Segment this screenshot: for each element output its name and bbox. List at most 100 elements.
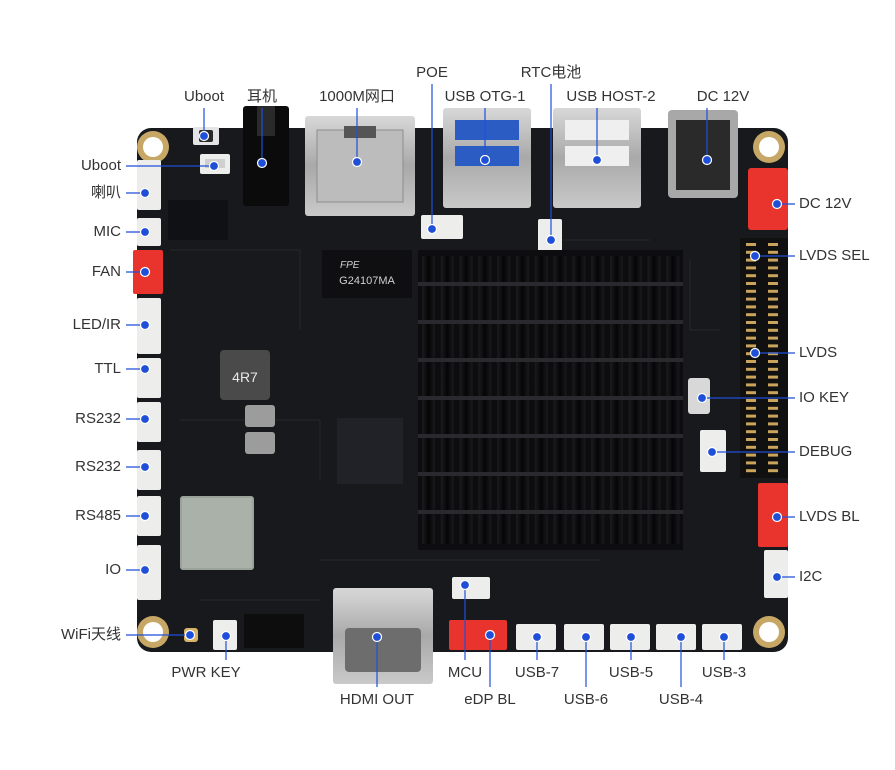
label-debug: DEBUG (799, 443, 853, 460)
header-pin (746, 250, 756, 254)
label-lvds-bl: LVDS BL (799, 508, 860, 525)
callout-dot (675, 631, 687, 643)
heatsink-groove (418, 282, 683, 286)
lvds-pins (746, 243, 778, 473)
header-pin (746, 243, 756, 246)
label-speaker: 喇叭 (90, 184, 121, 201)
label-rs232-b: RS232 (75, 458, 121, 475)
label-io: IO (105, 561, 121, 578)
black-pads (244, 614, 304, 648)
header-pin (746, 375, 756, 379)
callout-dot (139, 266, 151, 278)
pcb-traces (170, 239, 720, 601)
header-pin (746, 430, 756, 434)
mcu-connector (452, 577, 490, 599)
header-pin (746, 422, 756, 426)
callout-dot (479, 154, 491, 166)
components (168, 200, 412, 570)
header-pin (768, 243, 778, 246)
header-pin (768, 321, 778, 324)
label-usb6: USB-6 (563, 691, 609, 708)
callout-dot (139, 510, 151, 522)
chip-marking: G24107MA (339, 275, 395, 287)
label-usb3: USB-3 (701, 664, 747, 681)
header-pin (768, 367, 778, 371)
heatsink-groove (418, 396, 683, 400)
mounting-holes (137, 131, 785, 648)
label-usb-otg1: USB OTG-1 (444, 88, 526, 105)
callout-dot (591, 154, 603, 166)
callout-dot (139, 319, 151, 331)
callout-dot (625, 631, 637, 643)
label-usb-host2: USB HOST-2 (566, 88, 656, 105)
label-lvds-sel: LVDS SEL (799, 247, 870, 264)
heatsink-groove (418, 510, 683, 514)
callout-dot (256, 157, 268, 169)
callouts (126, 84, 795, 687)
callout-dot (139, 363, 151, 375)
label-rs485: RS485 (75, 507, 121, 524)
callout-dot (696, 392, 708, 404)
header-pin (768, 391, 778, 395)
header-pin (746, 391, 756, 395)
header-pin (746, 461, 756, 465)
label-wifi: WiFi天线 (61, 626, 121, 643)
header-pin (746, 469, 756, 473)
heatsink-groove (418, 358, 683, 362)
label-mic: MIC (93, 223, 122, 240)
header-pin (746, 321, 756, 324)
dc-jack (668, 110, 738, 198)
heatsink-fins (418, 256, 683, 544)
label-usb4: USB-4 (658, 691, 704, 708)
callout-dot (139, 187, 151, 199)
header-pin (768, 445, 778, 449)
callout-dot (184, 629, 196, 641)
label-dc-top: DC 12V (696, 88, 750, 105)
header-pin (746, 289, 756, 293)
label-fan: FAN (91, 263, 121, 280)
callout-dot (220, 630, 232, 642)
header-pin (746, 360, 756, 363)
label-led-ir: LED/IR (72, 316, 121, 333)
header-pin (768, 336, 778, 340)
header-pin (746, 406, 756, 410)
header-pin (768, 258, 778, 262)
header-pin (768, 274, 778, 278)
callout-dot (701, 154, 713, 166)
label-pwr-key: PWR KEY (171, 664, 241, 681)
header-pin (746, 399, 756, 402)
header-pin (768, 375, 778, 379)
header-pin (768, 313, 778, 317)
header-pin (746, 445, 756, 449)
header-pin (768, 461, 778, 465)
callout-dot (139, 226, 151, 238)
callout-dot (208, 160, 220, 172)
header-pin (768, 453, 778, 457)
header-pin (768, 414, 778, 418)
label-hdmi-out: HDMI OUT (339, 691, 415, 708)
header-pin (768, 344, 778, 348)
callout-dot (706, 446, 718, 458)
inductor-marking: 4R7 (232, 369, 258, 385)
header-pin (768, 469, 778, 473)
poe-connector (421, 215, 463, 239)
earphone-jack (243, 106, 289, 206)
callout-dot (459, 579, 471, 591)
callout-dot (139, 413, 151, 425)
label-usb7: USB-7 (514, 664, 560, 681)
label-earphone: 耳机 (246, 88, 278, 105)
heatsink-groove (418, 472, 683, 476)
header-pin (746, 344, 756, 348)
callout-dot (484, 629, 496, 641)
callout-dot (139, 564, 151, 576)
header-pin (746, 367, 756, 371)
heatsink-groove (418, 434, 683, 438)
label-ttl: TTL (94, 360, 121, 377)
callout-dot (771, 571, 783, 583)
header-pin (746, 438, 756, 441)
header-pin (768, 399, 778, 402)
header-pin (768, 422, 778, 426)
header-pin (746, 305, 756, 309)
